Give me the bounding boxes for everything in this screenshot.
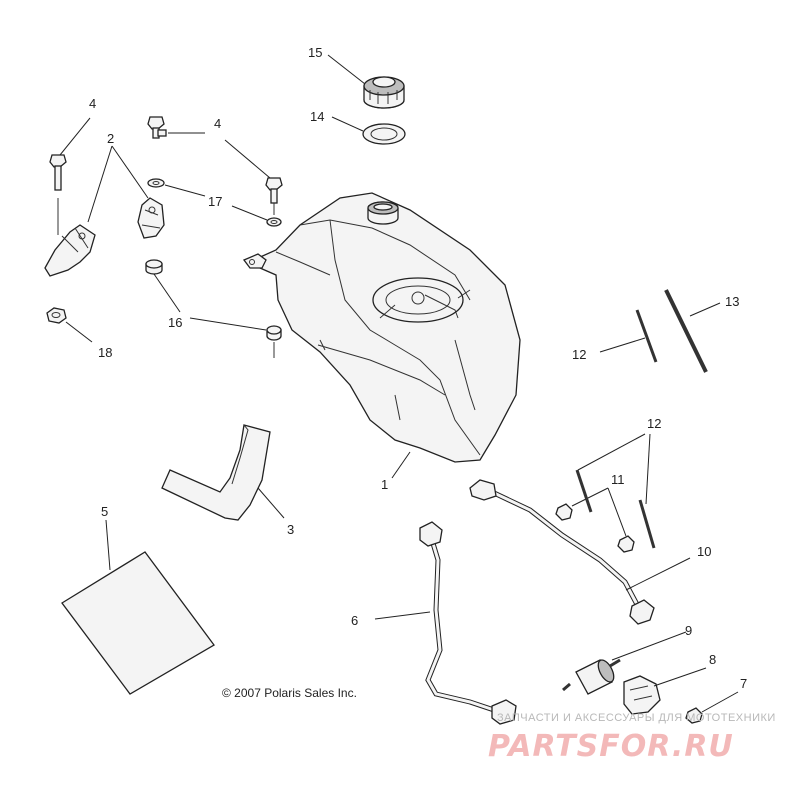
pad-part xyxy=(61,551,215,695)
leader-14 xyxy=(331,116,364,132)
leader-16a xyxy=(153,273,181,313)
leader-9 xyxy=(611,631,687,661)
leader-4b xyxy=(224,139,271,179)
callout-7: 7 xyxy=(740,676,747,691)
callout-18: 18 xyxy=(98,345,112,360)
leader-12b-a xyxy=(577,433,646,471)
callout-3: 3 xyxy=(287,522,294,537)
cable-tie-c-part xyxy=(635,309,658,363)
callout-11: 11 xyxy=(611,472,625,487)
grommet-left-part xyxy=(145,259,163,275)
leader-7 xyxy=(701,691,739,713)
bolt-top-part xyxy=(147,116,167,139)
leader-6 xyxy=(374,611,431,620)
callout-2: 2 xyxy=(107,131,114,146)
callout-5: 5 xyxy=(101,504,108,519)
leader-4a xyxy=(59,117,91,156)
fuel-line-10-part xyxy=(469,479,655,625)
fuel-filter-part xyxy=(562,658,621,695)
nut-part xyxy=(46,307,67,324)
callout-14: 14 xyxy=(310,109,324,124)
bracket-right-part xyxy=(137,197,165,239)
leader-1 xyxy=(391,451,411,479)
bracket-left-part xyxy=(44,224,96,277)
watermark-subtitle: ЗАПЧАСТИ И АКСЕССУАРЫ ДЛЯ МОТОТЕХНИКИ xyxy=(497,712,776,724)
callout-17: 17 xyxy=(208,194,222,209)
callout-12b: 12 xyxy=(647,416,661,431)
foam-strip-part xyxy=(161,424,271,521)
clamp-a-part xyxy=(555,503,573,521)
leader-3 xyxy=(257,487,285,519)
leader-12b-b xyxy=(645,433,651,505)
callout-1: 1 xyxy=(381,477,388,492)
watermark-brand: PARTSFOR.RU xyxy=(488,729,734,764)
leader-11a xyxy=(571,487,609,507)
fuel-cap-part xyxy=(363,76,405,109)
leader-11b xyxy=(607,487,627,537)
bolt-left-part xyxy=(49,154,67,235)
leader-13 xyxy=(689,302,721,317)
callout-16: 16 xyxy=(168,315,182,330)
leader-2a xyxy=(87,145,113,223)
callout-8: 8 xyxy=(709,652,716,667)
callout-12a: 12 xyxy=(572,347,586,362)
clamp-b-part xyxy=(617,535,635,553)
cable-tie-b-part xyxy=(638,499,656,549)
washer-left-part xyxy=(147,178,165,188)
bolt-right-part xyxy=(265,177,283,215)
screw-part xyxy=(685,707,703,724)
leader-12a xyxy=(599,337,646,353)
leader-17b xyxy=(231,205,268,221)
callout-4b: 4 xyxy=(214,116,221,131)
filter-bracket-part xyxy=(623,675,661,715)
fuel-tank-part xyxy=(242,192,521,463)
leader-17a xyxy=(164,184,206,197)
leader-2b xyxy=(111,145,149,199)
leader-16b xyxy=(189,317,267,331)
grommet-right-part xyxy=(266,325,282,358)
callout-13: 13 xyxy=(725,294,739,309)
callout-15: 15 xyxy=(308,45,322,60)
callout-6: 6 xyxy=(351,613,358,628)
leader-18 xyxy=(65,321,93,343)
callout-4a: 4 xyxy=(89,96,96,111)
fuel-line-6-part xyxy=(419,521,517,725)
cable-tie-long-part xyxy=(664,289,708,373)
gasket-part xyxy=(362,123,406,145)
washer-right-part xyxy=(266,217,282,227)
copyright-text: © 2007 Polaris Sales Inc. xyxy=(222,686,357,700)
leader-15 xyxy=(327,54,366,85)
leader-5 xyxy=(105,519,111,571)
callout-9: 9 xyxy=(685,623,692,638)
leader-10 xyxy=(625,557,691,591)
cable-tie-a-part xyxy=(575,469,593,513)
callout-10: 10 xyxy=(697,544,711,559)
leader-8 xyxy=(653,667,707,687)
